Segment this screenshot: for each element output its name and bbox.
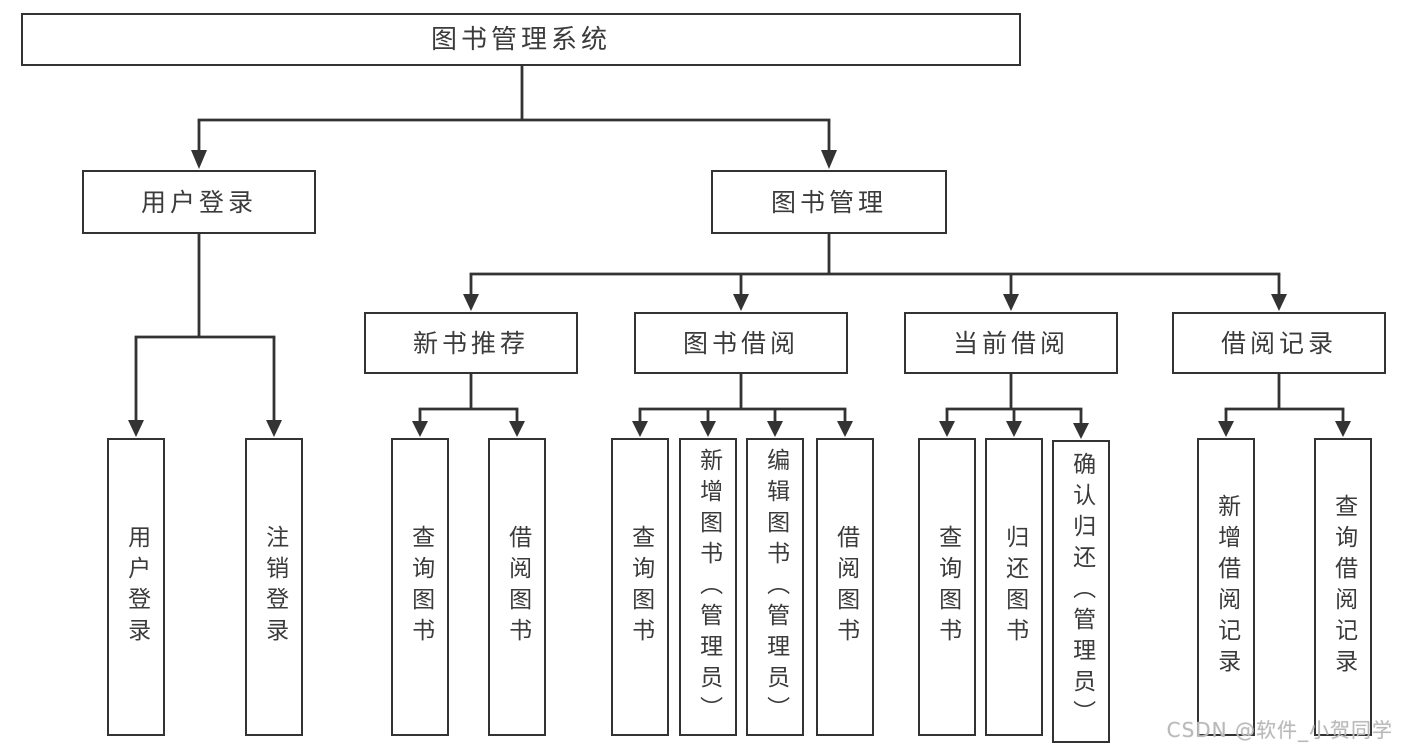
- leaf-user-login: 用户登录: [107, 438, 165, 736]
- node-current-borrow: 当前借阅: [904, 312, 1118, 374]
- node-book-management: 图书管理: [711, 170, 947, 234]
- leaf-return-books: 归还图书: [985, 438, 1043, 736]
- leaf-query-books-2: 查询图书: [611, 438, 669, 736]
- connector-book-management-children: [463, 234, 1287, 311]
- node-borrow-records: 借阅记录: [1172, 312, 1386, 374]
- connector-user-login-children: [128, 234, 282, 437]
- node-root: 图书管理系统: [21, 13, 1021, 66]
- leaf-borrow-books-1: 借阅图书: [488, 438, 546, 736]
- leaf-query-borrow-record: 查询借阅记录: [1314, 438, 1372, 736]
- node-label: 图书管理系统: [430, 24, 611, 55]
- node-label: 归还图书: [1001, 525, 1028, 649]
- leaf-edit-book-admin: 编辑图书（管理员）: [746, 438, 804, 736]
- leaf-borrow-books-2: 借阅图书: [816, 438, 874, 736]
- node-new-book-recommend: 新书推荐: [364, 312, 578, 374]
- node-label: 查询图书: [407, 525, 434, 649]
- node-label: 查询借阅记录: [1330, 494, 1357, 680]
- connector-new-book-children: [412, 374, 525, 437]
- node-label: 新书推荐: [412, 328, 529, 358]
- connector-borrow-records-children: [1218, 374, 1351, 437]
- csdn-watermark: CSDN @软件_小贺同学: [1166, 718, 1393, 742]
- node-label: 图书管理: [770, 187, 887, 217]
- node-label: 当前借阅: [952, 328, 1069, 358]
- node-label: 用户登录: [123, 525, 150, 649]
- leaf-logout: 注销登录: [245, 438, 303, 736]
- node-label: 用户登录: [140, 187, 257, 217]
- node-label: 编辑图书（管理员）: [762, 447, 789, 727]
- leaf-query-books-3: 查询图书: [918, 438, 976, 736]
- leaf-confirm-return-admin: 确认归还（管理员）: [1052, 440, 1110, 743]
- node-label: 图书借阅: [682, 328, 799, 358]
- leaf-add-borrow-record: 新增借阅记录: [1197, 438, 1255, 736]
- node-label: 借阅图书: [832, 525, 859, 649]
- node-label: 新增借阅记录: [1213, 494, 1240, 680]
- node-label: 借阅记录: [1220, 328, 1337, 358]
- node-label: 新增图书（管理员）: [695, 447, 722, 727]
- node-book-borrow: 图书借阅: [634, 312, 848, 374]
- node-label: 查询图书: [627, 525, 654, 649]
- node-user-login: 用户登录: [82, 170, 316, 234]
- node-label: 注销登录: [261, 525, 288, 649]
- node-label: 借阅图书: [504, 525, 531, 649]
- leaf-query-books-1: 查询图书: [391, 438, 449, 736]
- connector-book-borrow-children: [632, 374, 853, 437]
- connector-root-to-level2: [191, 65, 837, 169]
- node-label: 查询图书: [934, 525, 961, 649]
- node-label: 确认归还（管理员）: [1068, 452, 1095, 731]
- connector-current-borrow-children: [939, 374, 1089, 439]
- leaf-add-book-admin: 新增图书（管理员）: [679, 438, 737, 736]
